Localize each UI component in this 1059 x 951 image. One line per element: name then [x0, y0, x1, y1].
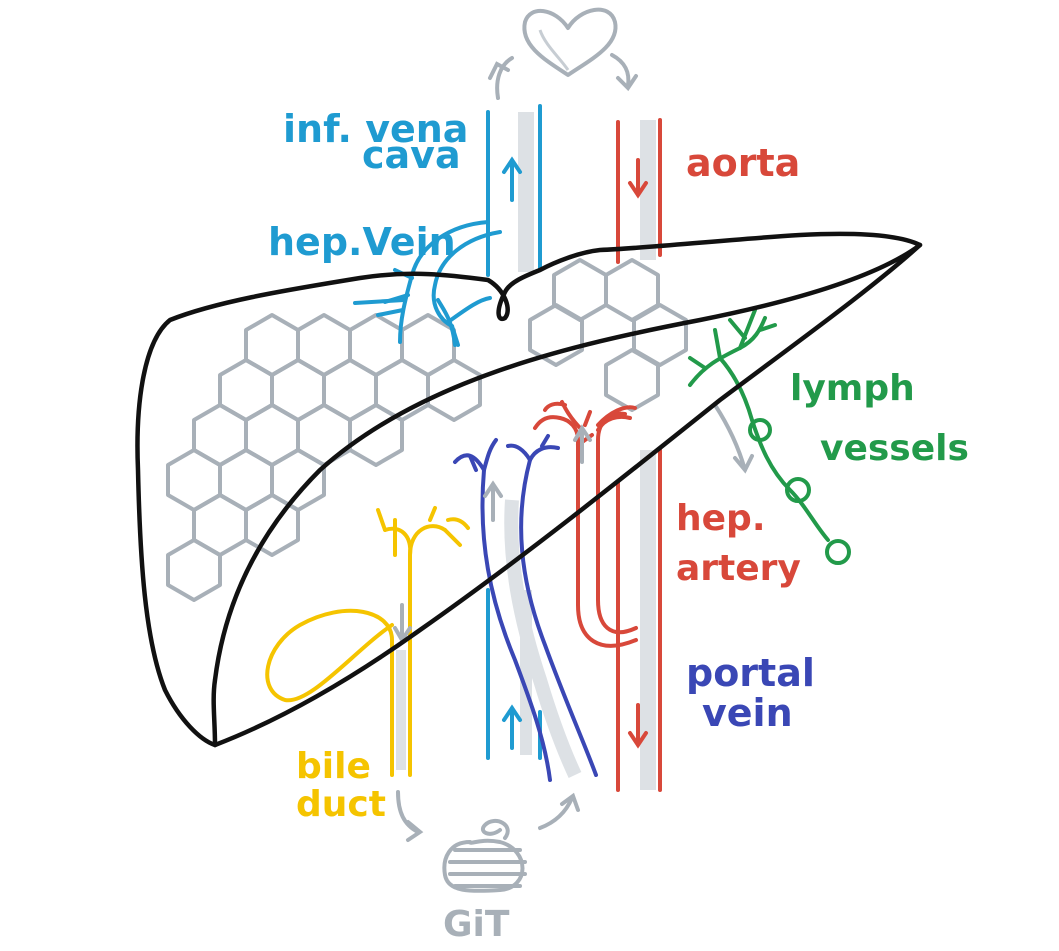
heart-outflow-arrow	[610, 53, 638, 92]
hepatocyte-cell	[244, 493, 300, 557]
hep-artery-label-line2: artery	[676, 548, 801, 589]
bile-label-line1: bile	[296, 746, 371, 787]
hepatocyte-cell	[552, 258, 608, 322]
portal-flow-arrows	[483, 424, 592, 522]
portal-label-line1: portal	[686, 651, 815, 695]
hepatocyte-cell	[166, 538, 222, 602]
hepatocyte-cell	[426, 358, 482, 422]
liver-outline	[135, 231, 923, 748]
portal-vein	[453, 434, 598, 782]
ivc-label-line2: cava	[362, 133, 461, 177]
ivc-label: inf. vena cava	[283, 107, 468, 177]
aorta-label: aorta	[686, 141, 800, 185]
heart-return-arrow	[488, 56, 514, 100]
git-label: GiT	[443, 904, 510, 945]
lymph-flow-arrow	[713, 403, 754, 474]
hepatic-vein-label: hep.Vein	[268, 220, 456, 264]
heart-icon	[522, 7, 618, 77]
lymph-label-line1: lymph	[790, 368, 915, 409]
bile-duct	[265, 506, 470, 777]
bile-label-line2: duct	[296, 784, 386, 825]
portal-label-line2: vein	[702, 691, 793, 735]
intestine-coil-icon	[442, 818, 527, 893]
git-in-arrow	[396, 790, 424, 842]
ivc-label-line1: inf. vena	[283, 107, 468, 151]
hepatic-vein	[353, 220, 502, 347]
bile-flow-arrow	[393, 603, 412, 770]
portal-vein-label: portal vein	[686, 651, 815, 735]
hepatic-artery-label: hep. artery	[676, 498, 801, 589]
hepatocyte-cell	[528, 303, 584, 367]
hep-artery-label-line1: hep.	[676, 498, 766, 539]
lymph-label-line2: vessels	[820, 428, 969, 469]
git-out-arrow	[538, 792, 580, 830]
lymph-vessels-label: lymph vessels	[790, 368, 969, 469]
aorta	[616, 118, 662, 792]
hepatocyte-hex-grid	[166, 258, 688, 602]
hepatic-artery	[533, 400, 638, 648]
hepatocyte-cell	[348, 403, 404, 467]
hepatocyte-cell	[632, 303, 688, 367]
bile-duct-label: bile duct	[296, 746, 386, 825]
